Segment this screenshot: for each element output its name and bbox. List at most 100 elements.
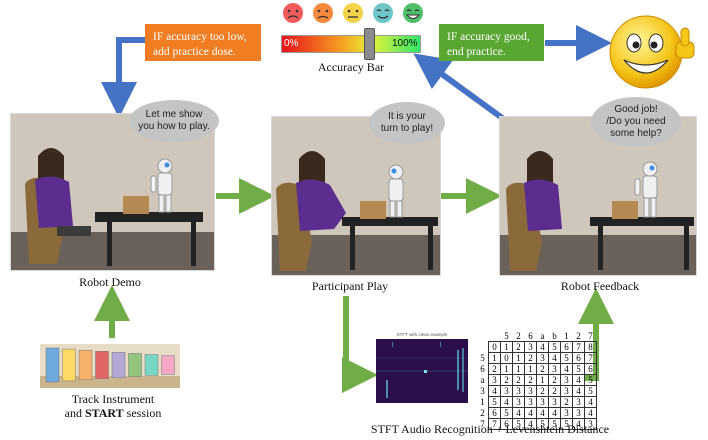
matrix-header-cell: 1 [564,331,569,341]
start-keyword: START [84,406,124,420]
matrix-cell: 5 [584,385,597,397]
matrix-cell: 3 [488,374,501,386]
matrix-header-cell: b [552,331,557,341]
participant-play-caption: Participant Play [311,279,389,293]
matrix-cell: 3 [560,385,573,397]
matrix-cell: 5 [560,352,573,364]
matrix-cell: 7 [572,341,585,353]
matrix-cell: 3 [524,396,537,408]
matrix-cell: 2 [536,363,549,375]
matrix-row-label: 3 [480,386,485,396]
matrix-cell: 3 [560,407,573,419]
matrix-cell: 3 [500,385,513,397]
matrix-header-cell: 5 [504,331,509,341]
instrument-caption-line-1: Track Instrument [71,392,155,406]
matrix-cell: 5 [572,363,585,375]
robot-demo-speech-bubble: Let me show you how to play. [129,100,219,142]
matrix-cell: 2 [560,396,573,408]
matrix-cell: 4 [572,385,585,397]
matrix-cell: 4 [524,418,537,430]
participant-play-speech-bubble: It is your turn to play! [369,102,445,144]
matrix-cell: 1 [524,363,537,375]
robot-feedback-caption: Robot Feedback [560,279,640,293]
matrix-cell: 2 [524,352,537,364]
matrix-cell: 3 [548,396,561,408]
matrix-row-label: 6 [480,364,485,374]
matrix-cell: 2 [500,374,513,386]
matrix-cell: 4 [560,363,573,375]
matrix-header-cell: a [540,331,545,341]
matrix-cell: 4 [524,407,537,419]
accuracy-max-label: 100% [392,38,418,49]
matrix-header-cell: 2 [576,331,581,341]
xylophone-bar [144,354,159,376]
content-face-icon [373,3,393,23]
bubble-feedback-line-3: some help? [610,128,662,139]
matrix-cell: 3 [512,396,525,408]
stft-spectrogram: STFT with clean example [362,330,472,412]
bubble-play-line-2: turn to play! [381,123,433,134]
matrix-row-label [477,342,489,353]
xylophone-bar [62,348,76,382]
matrix-cell: 4 [548,352,561,364]
xylophone-bar [78,349,93,381]
sad-face-icon [313,3,333,23]
accuracy-min-label: 0% [284,38,299,49]
matrix-cell: 1 [500,341,513,353]
matrix-cell: 6 [560,341,573,353]
matrix-cell: 2 [548,385,561,397]
matrix-cell: 2 [512,374,525,386]
matrix-cell: 1 [512,352,525,364]
matrix-cell: 0 [488,341,501,353]
arrow-low-to-demo [101,37,145,118]
matrix-row-label: 1 [480,397,485,407]
matrix-cell: 1 [536,374,549,386]
matrix-cell: 2 [488,363,501,375]
matrix-header-cell: 7 [588,331,593,341]
bubble-play-line-1: It is your [388,111,426,122]
matrix-cell: 4 [572,374,585,386]
matrix-cell: 1 [500,363,513,375]
matrix-cell: 4 [536,407,549,419]
matrix-cell: 4 [500,396,513,408]
instrument-caption-line-2: and START session [64,406,162,420]
matrix-cell: 3 [524,341,537,353]
matrix-cell: 6 [584,363,597,375]
matrix-cell: 7 [584,352,597,364]
xylophone-bar [161,355,175,375]
bubble-feedback-line-2: /Do you need [606,116,666,127]
matrix-cell: 4 [548,407,561,419]
matrix-cell: 2 [536,385,549,397]
bubble-demo-line-1: Let me show [146,109,203,120]
matrix-cell: 4 [512,407,525,419]
matrix-cell: 3 [572,407,585,419]
happy-face-icon [403,3,423,23]
matrix-header-cell [477,331,489,342]
matrix-row-label: 2 [480,408,485,418]
matrix-cell: 5 [488,396,501,408]
accuracy-bar-caption: Accuracy Bar [317,60,385,74]
emoji-row [280,0,428,26]
robot-feedback-speech-bubble: Good job! /Do you need some help? [591,97,681,147]
matrix-row-label: 5 [480,353,485,363]
matrix-cell: 3 [512,385,525,397]
matrix-cell: 2 [548,374,561,386]
accuracy-slider-handle[interactable] [364,28,375,60]
matrix-cell: 3 [584,418,597,430]
matrix-cell: 5 [512,418,525,430]
callout-good-accuracy: IF accuracy good, end practice. [439,24,544,61]
matrix-cell: 3 [524,385,537,397]
matrix-row-label: 7 [480,419,485,429]
matrix-cell: 4 [584,396,597,408]
accuracy-gradient-bar [281,35,421,53]
matrix-cell: 6 [572,352,585,364]
matrix-cell: 4 [488,385,501,397]
